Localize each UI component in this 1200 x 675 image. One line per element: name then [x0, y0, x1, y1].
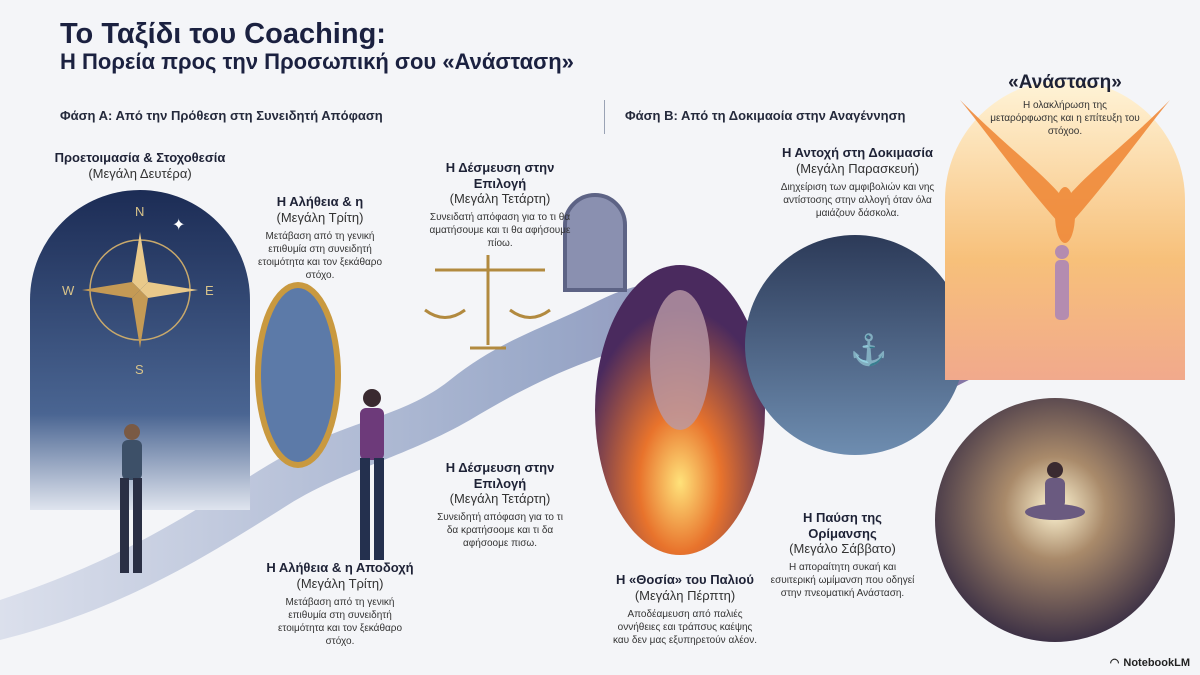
- stage-day: (Μεγάλο Σάββατο): [789, 541, 896, 557]
- stage-heading: Η Αντοχή στη Δοκιμασία: [782, 145, 933, 160]
- anchor-icon: ⚓: [850, 332, 887, 367]
- stage-heading: «Ανάσταση»: [1008, 72, 1122, 93]
- stage-monday: Προετοιμασία & Στοχοθεσία (Μεγάλη Δευτέρ…: [40, 150, 240, 182]
- phase-divider: [604, 100, 605, 134]
- stage-resurrection: «Ανάσταση» Η ολακλήρωση της μεταρόρφωσης…: [990, 72, 1140, 138]
- meditating-woman: [1025, 462, 1085, 520]
- stage-heading: Η Αλήθεια & η Αποδοχή: [266, 560, 414, 575]
- phase-b-label: Φάση Β: Από τη Δοκιμαοία στην Αναγέννηση: [625, 108, 906, 123]
- stage-day: (Μεγάλη Τρίτη): [276, 209, 364, 225]
- title-line-1: Το Ταξίδι του Coaching:: [60, 18, 386, 50]
- star-icon: ✦: [172, 217, 185, 234]
- stage-day: (Μεγάλη Δευτέρα): [88, 165, 192, 181]
- woman-with-masks: [360, 389, 384, 560]
- notebooklm-brand: ◠ NotebookLM: [1109, 656, 1190, 670]
- compass-e: E: [205, 283, 214, 298]
- stage-friday: Η Αντοχή στη Δοκιμασία (Μεγάλη Παρασκευή…: [770, 145, 945, 220]
- compass-arch: [30, 190, 250, 510]
- door-arch: [563, 193, 627, 292]
- stage-description: Αποδέαμευση από παλιές οννήθειες εαι τρά…: [612, 608, 758, 646]
- walking-person: [120, 424, 142, 573]
- stage-tuesday-top: Η Αλήθεια & η (Μεγάλη Τρίτη) Μετάβαση απ…: [250, 194, 390, 282]
- cocoon-icon: [650, 290, 710, 430]
- phase-a-label: Φάση Α: Από την Πρόθεση στη Συνειδητή Απ…: [60, 108, 383, 123]
- stage-tuesday-bottom: Η Αλήθεια & η Αποδοχή (Μεγάλη Τρίτη) Μετ…: [265, 560, 415, 648]
- stage-heading: Η «Θοσία» του Παλιού: [616, 572, 754, 587]
- stage-heading: Η Δέσμευση στην Επιλογή: [445, 160, 555, 191]
- brand-label: NotebookLM: [1123, 656, 1190, 669]
- rising-woman: [1055, 245, 1069, 320]
- stage-description: Η αποραίτητη συκαή και εσυιτερική ωμίμαν…: [770, 562, 915, 600]
- title-line-2: Η Πορεία προς την Προσωπική σου «Ανάστασ…: [60, 49, 574, 75]
- stage-saturday: Η Παύση της Ορίμανσης (Μεγάλο Σάββατο) Η…: [770, 510, 915, 600]
- compass-s: S: [135, 362, 144, 377]
- stage-day: (Μεγάλη Παρασκευή): [795, 160, 920, 176]
- stage-heading: Η Παύση της Ορίμανσης: [803, 510, 882, 541]
- scales-icon: [424, 255, 551, 350]
- stage-description: Συνειδατή απόφαση για το τι θα αματήσουμ…: [429, 212, 571, 250]
- stage-day: (Μεγάλη Τετάρτη): [449, 191, 551, 207]
- compass-rose-icon: [82, 232, 198, 348]
- stage-description: Διηχείριση των αμφιβολιών και νης αντίστ…: [780, 181, 935, 219]
- storm-scene: [745, 235, 965, 455]
- compass-n: N: [135, 204, 145, 219]
- stage-heading: Η Αλήθεια & η: [276, 194, 364, 209]
- page-title: Το Ταξίδι του Coaching: Η Πορεία προς τη…: [60, 18, 574, 75]
- stage-heading: Η Δέσμευση στην Επιλογή: [445, 460, 555, 491]
- stage-wednesday-top: Η Δέσμευση στην Επιλογή (Μεγάλη Τετάρτη)…: [420, 160, 580, 250]
- stage-description: Μετάβαση από τη γενική επιθυμία στη συνε…: [257, 230, 383, 281]
- stage-wednesday-bottom: Η Δέσμευση στην Επιλογή (Μεγάλη Τετάρτη)…: [435, 460, 565, 550]
- compass-w: W: [62, 283, 75, 298]
- stage-day: (Μεγάλη Τρίτη): [296, 575, 384, 591]
- stage-thursday: Η «Θοσία» του Παλιού (Μεγάλη Πέρπτη) Απο…: [610, 572, 760, 647]
- stage-heading: Προετοιμασία & Στοχοθεσία: [54, 150, 226, 165]
- mirror: [255, 282, 341, 468]
- phoenix-icon: [960, 100, 1170, 243]
- stage-description: Συνειδητή απόφαση για το τι δα κρατήσοομ…: [437, 512, 563, 550]
- stage-description: Η ολακλήρωση της μεταρόρφωσης και η επίτ…: [990, 99, 1140, 137]
- stage-day: (Μεγάλη Πέρπτη): [634, 587, 736, 603]
- stage-description: Μετάβαση από τη γενική επιθυμία στη συνε…: [277, 596, 403, 647]
- notebooklm-logo-icon: ◠: [1109, 657, 1120, 669]
- stage-day: (Μεγάλη Τετάρτη): [449, 491, 551, 507]
